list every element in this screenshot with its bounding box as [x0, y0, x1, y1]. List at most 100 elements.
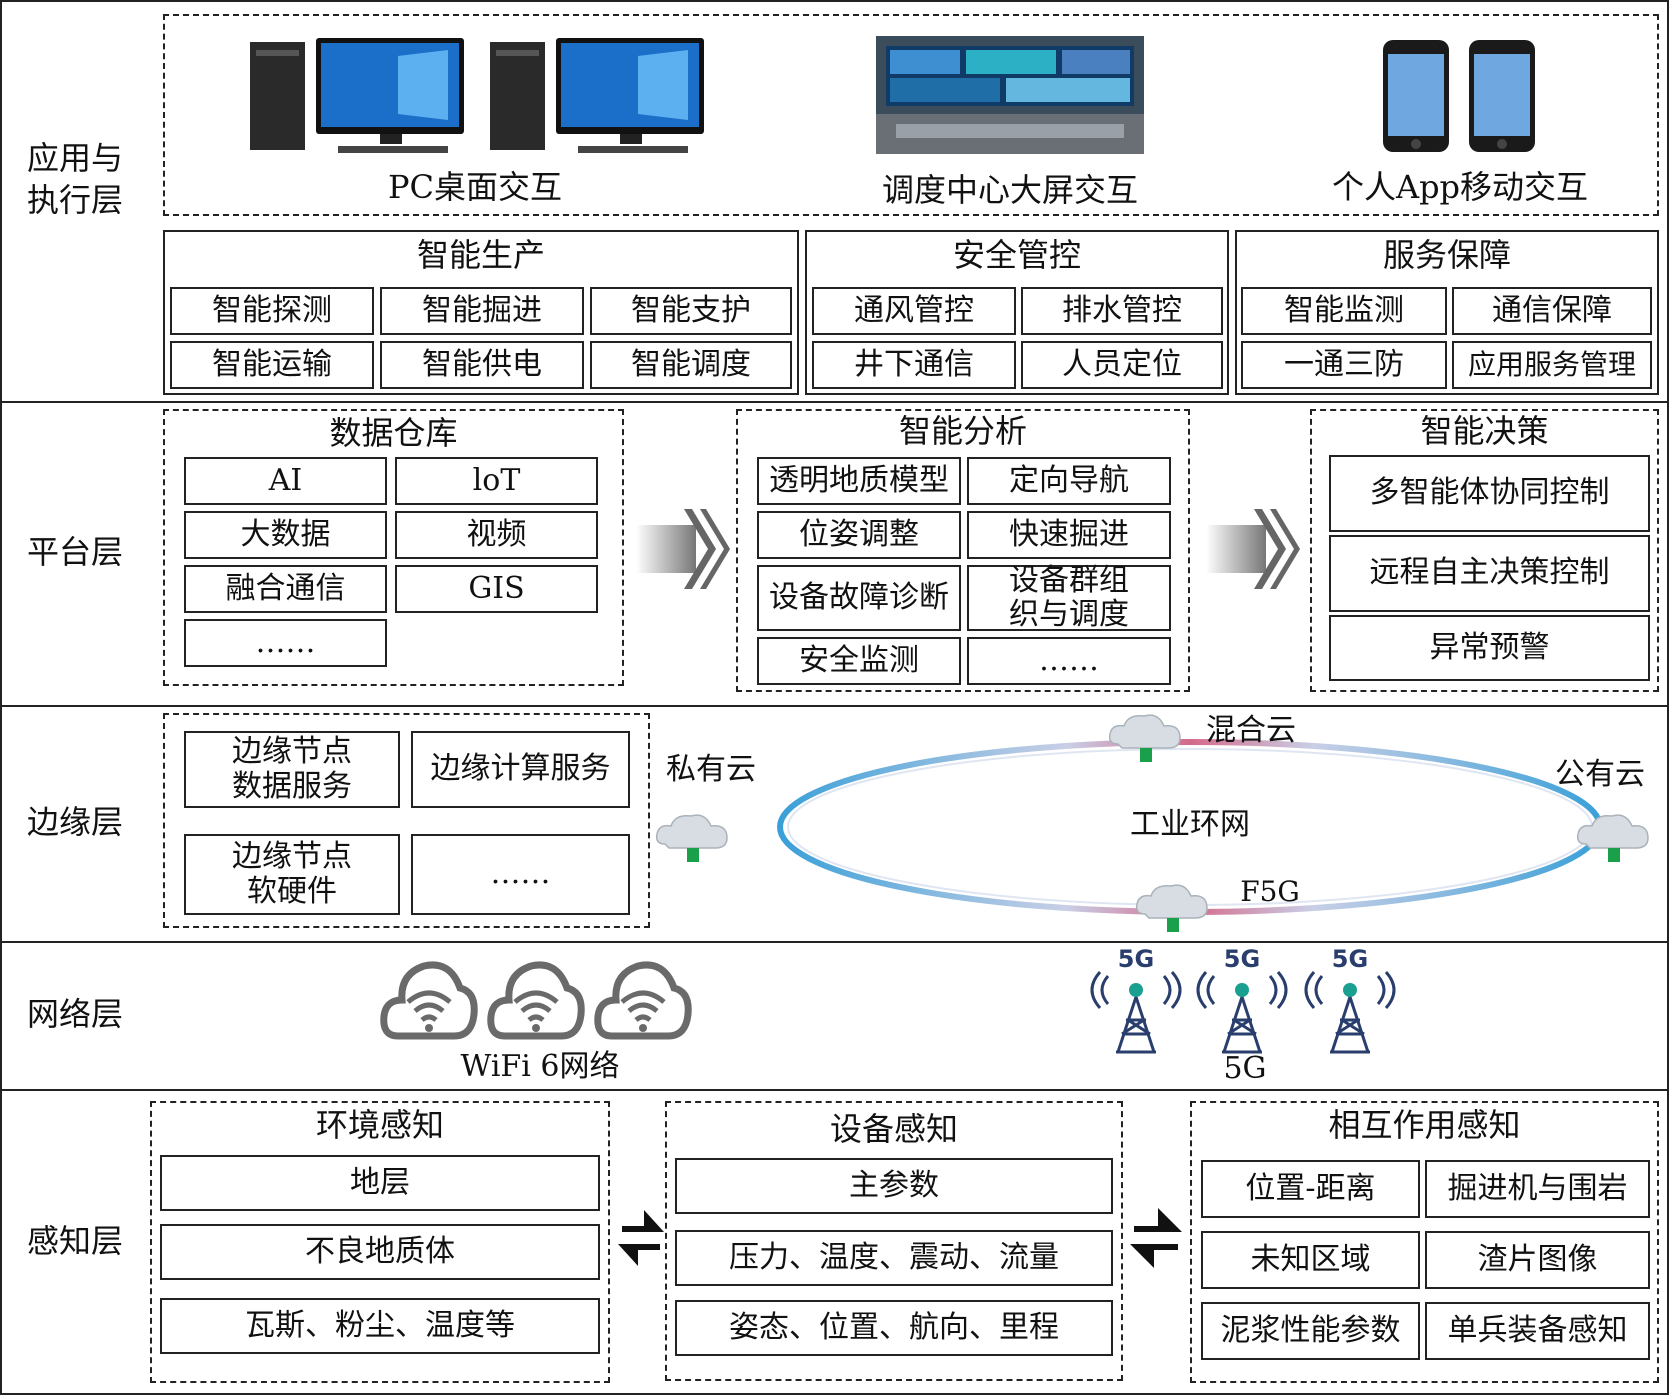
app-item: 井下通信	[812, 341, 1016, 389]
edge-item: 边缘节点 数据服务	[184, 731, 400, 808]
panel-title: 相互作用感知	[1328, 1105, 1521, 1144]
device-panel	[163, 14, 1659, 216]
app-group-title: 智能生产	[416, 235, 545, 274]
app-item: 智能供电	[380, 341, 584, 389]
tower-5g: 5G	[1194, 945, 1290, 1054]
smart-decision-panel	[1310, 409, 1659, 692]
data-warehouse-panel	[163, 409, 624, 686]
perception-item: 不良地质体	[160, 1224, 600, 1280]
app-item: 人员定位	[1021, 341, 1223, 389]
pc-caption: PC桌面交互	[387, 167, 563, 206]
tower-5g: 5G	[1088, 945, 1184, 1054]
bidirectional-arrow-icon	[618, 1210, 664, 1266]
platform-item: 定向导航	[967, 457, 1171, 505]
perception-item: 主参数	[675, 1158, 1113, 1214]
wifi-cloud-icon	[487, 961, 585, 1040]
cloud-server-icon	[1135, 884, 1208, 932]
layer-divider	[0, 941, 1669, 943]
app-group-service	[1235, 230, 1659, 395]
ring-network-label: 工业环网	[1130, 806, 1250, 842]
dispatch-caption: 调度中心大屏交互	[881, 170, 1138, 209]
platform-item: loT	[395, 457, 598, 505]
mobile-caption: 个人App移动交互	[1331, 167, 1589, 206]
layer-label-network: 网络层	[26, 995, 123, 1034]
platform-item: 大数据	[184, 511, 387, 559]
cloud-server-icon	[1576, 814, 1649, 862]
layer-label-application: 应用与 执行层	[26, 139, 123, 219]
layer-divider	[0, 401, 1669, 403]
platform-item: 多智能体协同控制	[1329, 455, 1650, 532]
app-group-title: 安全管控	[952, 235, 1081, 274]
tower-5g-label: 5G	[1331, 945, 1369, 974]
interaction-perception-panel	[1190, 1101, 1659, 1383]
platform-item: ……	[184, 619, 387, 667]
platform-item: 远程自主决策控制	[1329, 535, 1650, 612]
mobile-phone-icon	[1383, 40, 1449, 152]
platform-item: GIS	[395, 565, 598, 613]
platform-item: 设备群组 织与调度	[967, 563, 1171, 632]
hybrid-cloud-label: 混合云	[1206, 712, 1296, 748]
perception-item: 渣片图像	[1425, 1231, 1650, 1289]
platform-item: 位姿调整	[757, 511, 961, 559]
perception-item: 瓦斯、粉尘、温度等	[160, 1298, 600, 1354]
edge-services-panel	[163, 713, 650, 928]
f5g-label: F5G	[1240, 874, 1300, 908]
platform-item: AI	[184, 457, 387, 505]
platform-item: 异常预警	[1329, 615, 1650, 681]
app-item: 通风管控	[812, 287, 1016, 335]
flow-arrow-icon	[1206, 509, 1300, 589]
platform-item: 融合通信	[184, 565, 387, 613]
cloud-server-icon	[1108, 714, 1181, 762]
app-item: 智能运输	[170, 341, 374, 389]
platform-item: 快速掘进	[967, 511, 1171, 559]
public-cloud-label: 公有云	[1555, 756, 1645, 792]
app-group-title: 服务保障	[1382, 235, 1511, 274]
cell-tower-icon	[1304, 971, 1396, 1054]
pc-icon	[490, 38, 704, 153]
layer-divider	[0, 705, 1669, 707]
app-item: 排水管控	[1021, 287, 1223, 335]
tower-5g-label: 5G	[1223, 945, 1261, 974]
perception-item: 单兵装备感知	[1425, 1302, 1650, 1360]
layer-divider	[0, 1089, 1669, 1091]
panel-title: 环境感知	[315, 1105, 444, 1144]
smart-analysis-panel	[736, 409, 1190, 692]
cloud-server-icon	[655, 814, 728, 862]
edge-item: ……	[411, 834, 630, 915]
flow-arrow-icon	[636, 509, 730, 589]
perception-item: 位置-距离	[1201, 1160, 1420, 1218]
perception-item: 泥浆性能参数	[1201, 1302, 1420, 1360]
platform-item: 安全监测	[757, 637, 961, 685]
wifi6-caption: WiFi 6网络	[460, 1048, 620, 1084]
cell-tower-icon	[1090, 971, 1182, 1054]
5g-caption: 5G	[1223, 1050, 1267, 1086]
environment-perception-panel	[150, 1101, 610, 1383]
app-item: 智能支护	[590, 287, 792, 335]
app-item: 应用服务管理	[1452, 341, 1652, 389]
layer-label-platform: 平台层	[26, 533, 123, 572]
app-item: 通信保障	[1452, 287, 1652, 335]
dispatch-screen-icon	[876, 36, 1144, 154]
platform-item: 透明地质模型	[757, 457, 961, 505]
perception-item: 掘进机与围岩	[1425, 1160, 1650, 1218]
edge-item: 边缘计算服务	[411, 731, 630, 808]
perception-item: 姿态、位置、航向、里程	[675, 1300, 1113, 1356]
tower-5g: 5G	[1302, 945, 1398, 1054]
wifi-cloud-icon	[380, 961, 478, 1040]
perception-item: 压力、温度、震动、流量	[675, 1230, 1113, 1286]
cell-tower-icon	[1196, 971, 1288, 1054]
platform-item: 视频	[395, 511, 598, 559]
panel-title: 数据仓库	[329, 413, 458, 452]
app-item: 智能监测	[1241, 287, 1447, 335]
platform-item: ……	[967, 637, 1171, 685]
app-item: 智能调度	[590, 341, 792, 389]
app-item: 一通三防	[1241, 341, 1447, 389]
panel-title: 设备感知	[829, 1109, 958, 1148]
equipment-perception-panel	[665, 1101, 1123, 1381]
private-cloud-label: 私有云	[666, 751, 756, 787]
platform-item: 设备故障诊断	[757, 565, 961, 631]
panel-title: 智能分析	[898, 411, 1027, 450]
app-group-safety	[805, 230, 1229, 395]
perception-item: 未知区域	[1201, 1231, 1420, 1289]
